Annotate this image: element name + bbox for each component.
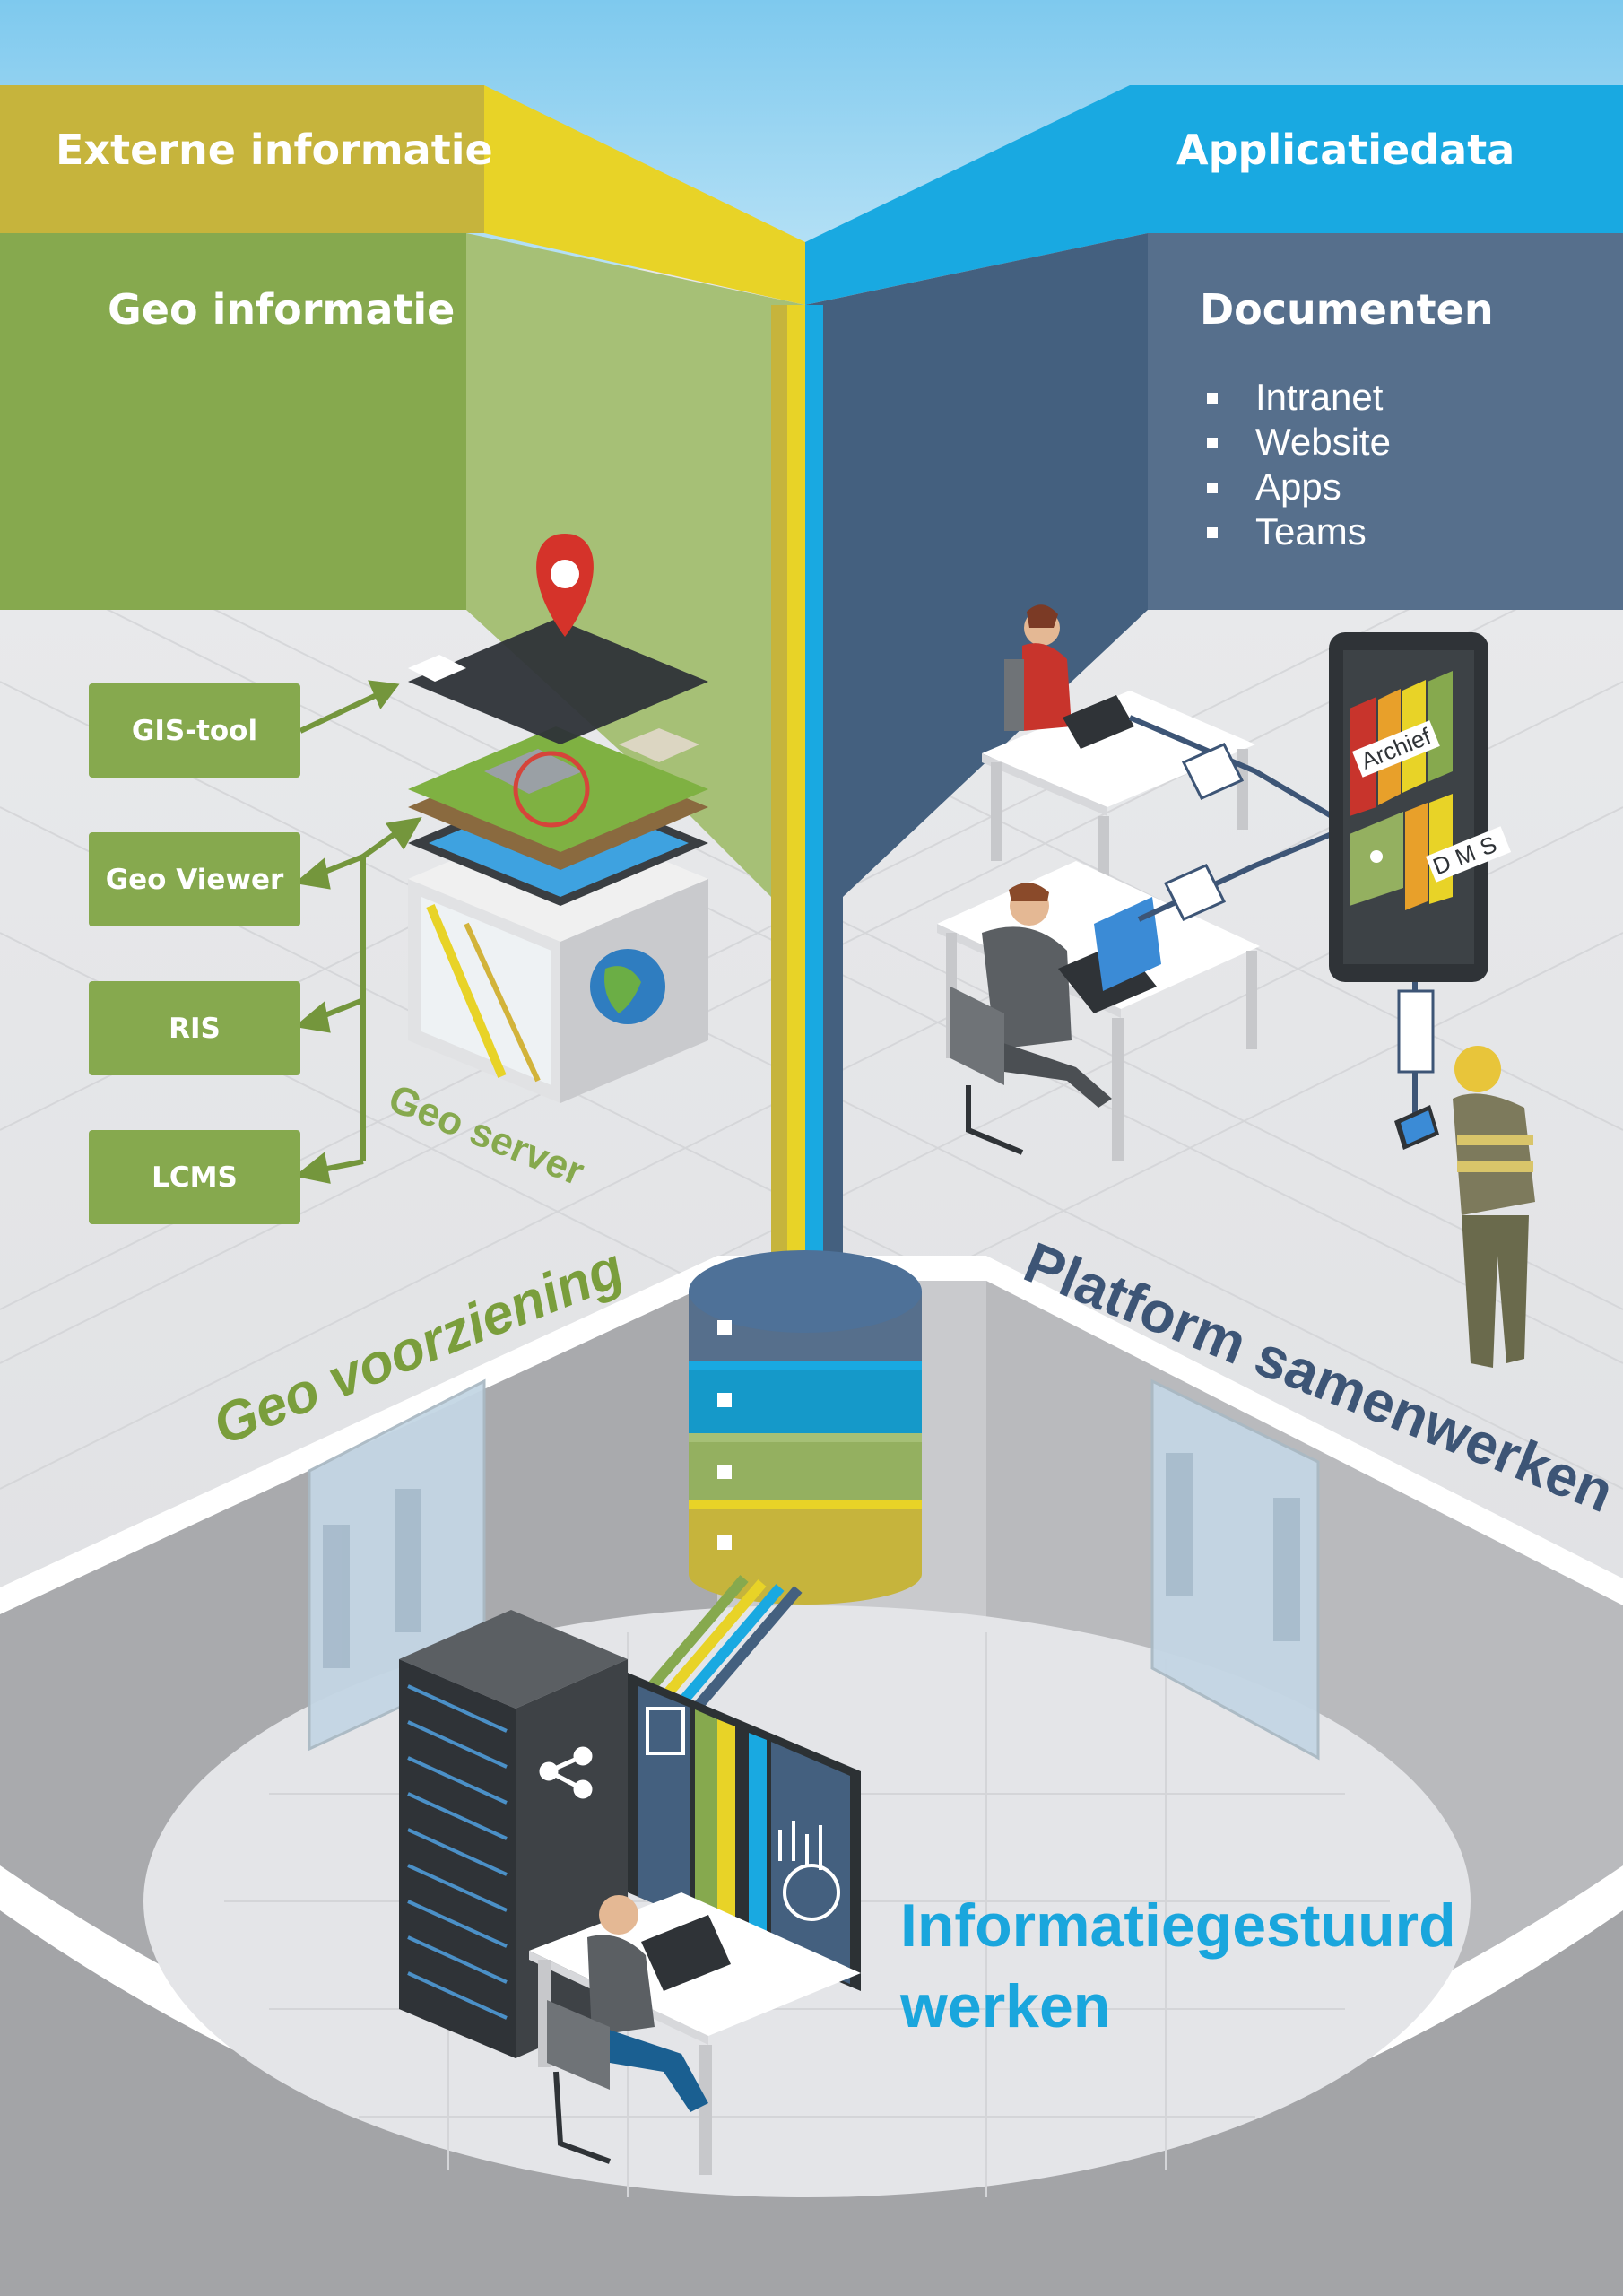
lcms-box: LCMS [89,1130,300,1224]
dashboard-screen [628,1673,861,1991]
map-layers-icon [408,534,708,906]
geo-viewer-box: Geo Viewer [89,832,300,926]
geo-informatie-header: Geo informatie [108,285,456,334]
geo-server-icon [408,816,708,1103]
data-pipe [771,305,841,1256]
documenten-item-apps: Apps [1200,465,1391,509]
database-icon [689,1250,922,1605]
gis-tool-box: GIS-tool [89,683,300,778]
document-exchange-icons [1128,715,1435,1121]
archive-tablet-icon [1329,632,1488,982]
externe-informatie-header: Externe informatie [56,126,493,174]
right-wall [805,85,1623,1256]
tool-arrows [294,680,422,1184]
bottom-workstation [529,1892,861,2175]
firefighter-icon [1394,1046,1535,1368]
documenten-item-teams: Teams [1200,509,1391,554]
documenten-item-intranet: Intranet [1200,375,1391,420]
documenten-header: Documenten [1200,285,1494,334]
documenten-list: Intranet Website Apps Teams [1200,375,1391,554]
cable [632,1575,803,1718]
ris-box: RIS [89,981,300,1075]
office-desk-middle [937,861,1260,1161]
applicatiedata-header: Applicatiedata [1176,126,1515,174]
informatiegestuurd-title-line2: werken [900,1972,1111,2040]
documenten-item-website: Website [1200,420,1391,465]
informatiegestuurd-title-line1: Informatiegestuurd [900,1892,1456,1960]
